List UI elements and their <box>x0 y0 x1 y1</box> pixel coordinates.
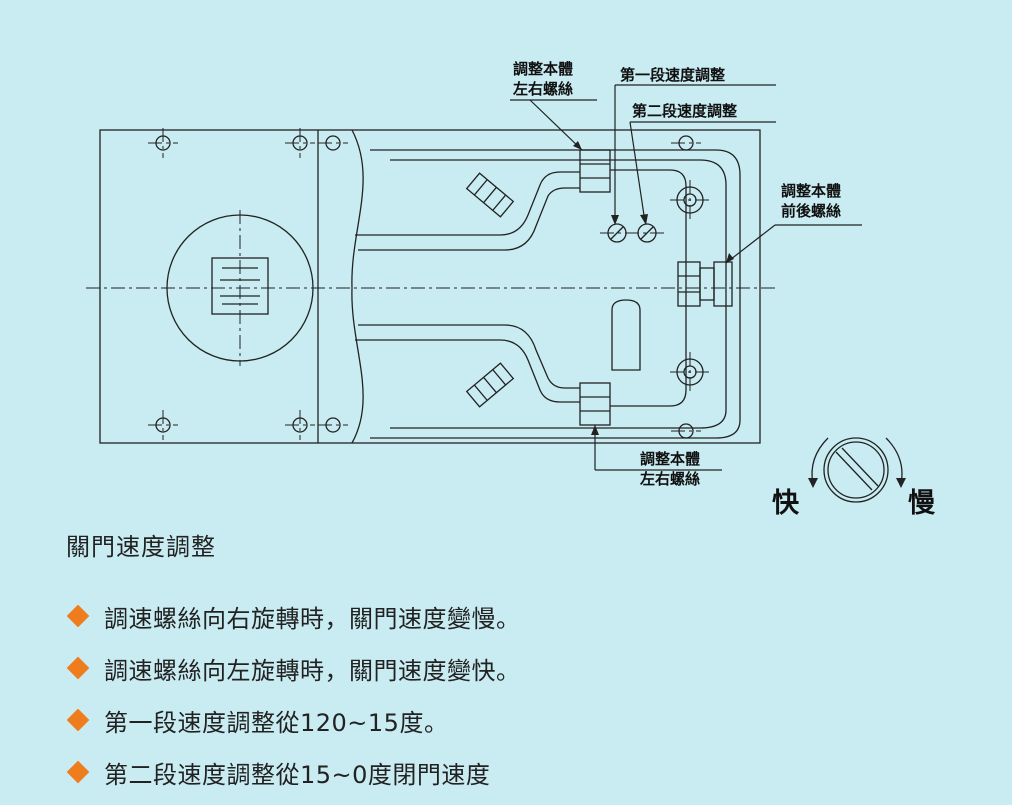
label-slow: 慢 <box>908 488 936 519</box>
bullet-list: 調速螺絲向右旋轉時，關門速度變慢。 調速螺絲向左旋轉時，關門速度變快。 第一段速… <box>66 590 521 798</box>
housing-outline <box>99 129 761 444</box>
fast-arrow-icon <box>808 478 818 488</box>
bullet-text: 調速螺絲向左旋轉時，關門速度變快。 <box>104 656 521 685</box>
label-adjust-fb-2: 前後螺絲 <box>781 202 841 220</box>
diamond-bullet-icon <box>66 604 90 628</box>
label-adjust-lr-bottom-1: 調整本體 <box>640 450 700 468</box>
list-item: 調速螺絲向右旋轉時，關門速度變慢。 <box>66 590 521 642</box>
bullet-text: 第二段速度調整從15~0度閉門速度 <box>104 760 491 789</box>
bullet-text: 第一段速度調整從120~15度。 <box>104 708 449 737</box>
bolt-hole-icons <box>155 135 694 439</box>
bullet-text: 調速螺絲向右旋轉時，關門速度變慢。 <box>104 604 521 633</box>
label-stage2: 第二段速度調整 <box>632 102 737 120</box>
diamond-bullet-icon <box>66 708 90 732</box>
rotation-indicator <box>811 437 903 503</box>
label-adjust-lr-bottom-2: 左右螺絲 <box>639 470 700 488</box>
diamond-bullet-icon <box>66 760 90 784</box>
diamond-bullet-icon <box>66 656 90 680</box>
slow-arrow-icon <box>896 478 906 488</box>
label-fast: 快 <box>772 488 800 519</box>
label-adjust-lr-top-1: 調整本體 <box>513 60 573 78</box>
list-item: 第二段速度調整從15~0度閉門速度 <box>66 746 521 798</box>
label-stage1: 第一段速度調整 <box>620 66 725 84</box>
label-adjust-fb-1: 調整本體 <box>781 182 841 200</box>
list-item: 調速螺絲向左旋轉時，關門速度變快。 <box>66 642 521 694</box>
section-title: 關門速度調整 <box>66 533 216 561</box>
label-adjust-lr-top-2: 左右螺絲 <box>512 80 573 98</box>
list-item: 第一段速度調整從120~15度。 <box>66 694 521 746</box>
